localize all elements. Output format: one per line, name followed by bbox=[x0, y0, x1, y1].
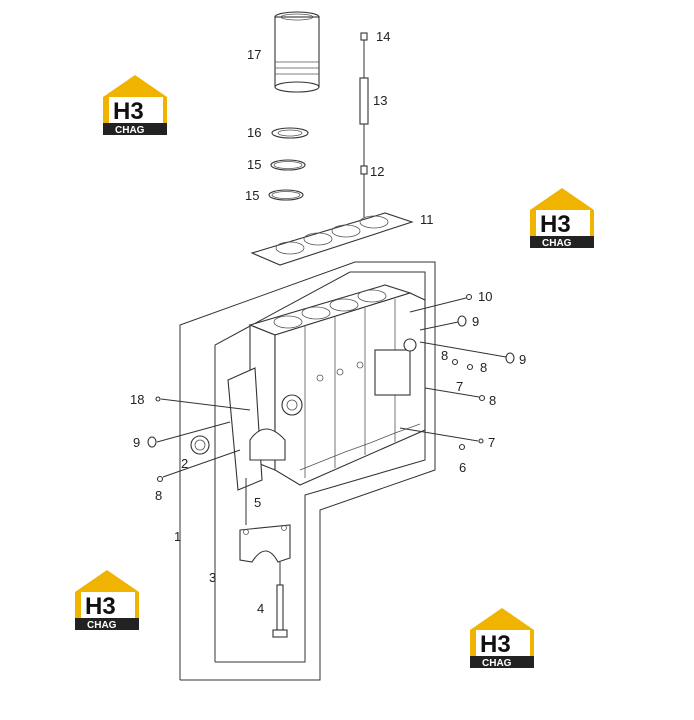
brand-logo-3: H3 CHAG bbox=[75, 570, 139, 631]
callout-8d: 8 bbox=[155, 488, 162, 503]
callout-11: 11 bbox=[420, 212, 434, 227]
main-bearing-cap-part bbox=[239, 478, 291, 563]
callout-9c: 9 bbox=[133, 435, 140, 450]
callout-7b: 7 bbox=[488, 435, 495, 450]
logo-mark-text: H3 bbox=[85, 593, 116, 620]
callout-15a: 15 bbox=[247, 157, 261, 172]
callout-1: 1 bbox=[174, 529, 181, 544]
callout-13: 13 bbox=[373, 93, 387, 108]
front-seal-part bbox=[190, 435, 210, 455]
logo-sub-text: CHAG bbox=[542, 238, 572, 249]
callout-8b: 8 bbox=[480, 360, 487, 375]
callout-12: 12 bbox=[370, 164, 384, 179]
seal-ring-16 bbox=[271, 127, 309, 139]
brand-logo-2: H3 CHAG bbox=[530, 188, 594, 249]
logo-sub-text: CHAG bbox=[482, 658, 512, 669]
callout-8a: 8 bbox=[441, 348, 448, 363]
callout-2: 2 bbox=[181, 456, 188, 471]
small-fittings bbox=[147, 293, 515, 483]
main-bearing-bolt-part bbox=[272, 562, 288, 638]
group-boundary-outer bbox=[179, 261, 436, 681]
head-gasket-part bbox=[250, 212, 414, 266]
logo-sub-text: CHAG bbox=[87, 620, 117, 631]
callout-6: 6 bbox=[459, 460, 466, 475]
o-ring-15b bbox=[268, 189, 304, 201]
callout-10: 10 bbox=[478, 289, 492, 304]
logo-sub-text: CHAG bbox=[115, 125, 145, 136]
callout-8c: 8 bbox=[489, 393, 496, 408]
callout-15b: 15 bbox=[245, 188, 259, 203]
cylinder-liner-part bbox=[274, 11, 320, 93]
logo-mark-text: H3 bbox=[480, 631, 511, 658]
callout-14: 14 bbox=[376, 29, 390, 44]
callout-9b: 9 bbox=[519, 352, 526, 367]
callout-16: 16 bbox=[247, 125, 261, 140]
brand-logo-4: H3 CHAG bbox=[470, 608, 534, 669]
logo-mark-text: H3 bbox=[540, 211, 571, 238]
callout-17: 17 bbox=[247, 47, 261, 62]
logo-mark-text: H3 bbox=[113, 98, 144, 125]
brand-logo-1: H3 CHAG bbox=[103, 75, 167, 136]
callout-18: 18 bbox=[130, 392, 144, 407]
stud-assembly-part bbox=[359, 32, 369, 218]
callout-4: 4 bbox=[257, 601, 264, 616]
o-ring-15a bbox=[270, 159, 306, 171]
callout-5: 5 bbox=[254, 495, 261, 510]
callout-3: 3 bbox=[209, 570, 216, 585]
engine-block-part bbox=[227, 284, 426, 491]
callout-labels: 17 14 13 16 15 15 12 11 10 9 9 8 8 7 8 7… bbox=[130, 29, 526, 616]
callout-7a: 7 bbox=[456, 379, 463, 394]
callout-9a: 9 bbox=[472, 314, 479, 329]
